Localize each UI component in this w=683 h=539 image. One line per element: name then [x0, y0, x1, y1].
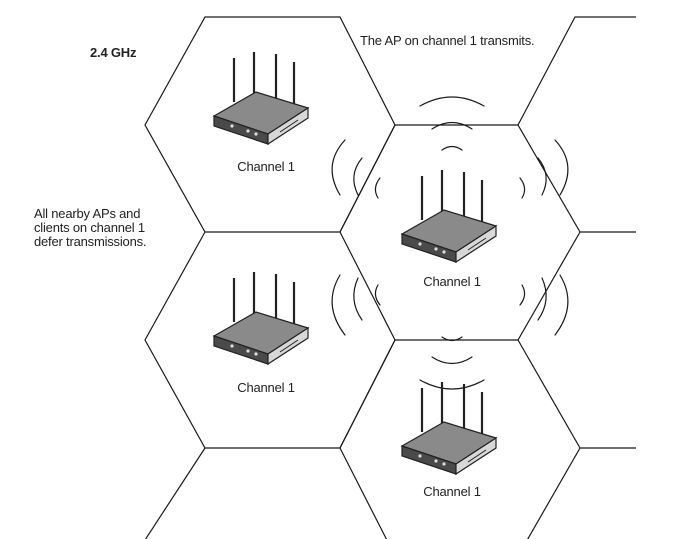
band-label: 2.4 GHz: [90, 45, 137, 60]
radio-wave-icon: [331, 96, 569, 390]
transmit-note: The AP on channel 1 transmits.: [360, 33, 535, 48]
channel-label: Channel 1: [237, 380, 295, 395]
channel-label: Channel 1: [423, 484, 481, 499]
access-point-icon: [400, 168, 498, 264]
access-point-icon: [400, 380, 498, 476]
access-point-icon: [212, 270, 310, 366]
defer-note: All nearby APs and clients on channel 1 …: [34, 206, 147, 249]
channel-label: Channel 1: [423, 274, 481, 289]
access-point-icon: [212, 50, 310, 146]
channel-label: Channel 1: [237, 159, 295, 174]
cell-boundaries: [144, 16, 636, 539]
